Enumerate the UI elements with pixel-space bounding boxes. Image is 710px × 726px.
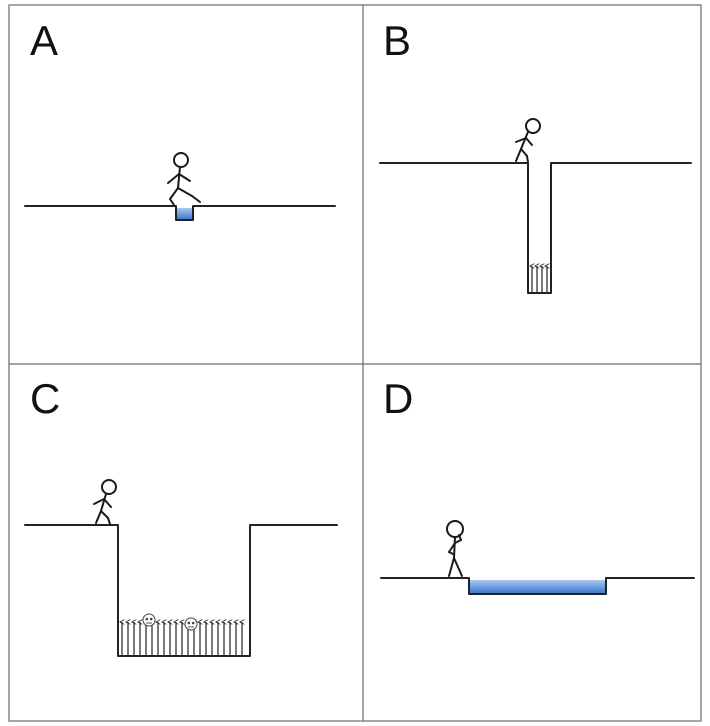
stick-figure-icon bbox=[167, 152, 201, 206]
skull-icon bbox=[184, 617, 198, 631]
stick-figure-icon bbox=[93, 479, 117, 525]
panel-c: C bbox=[24, 375, 338, 657]
panel-a: A bbox=[24, 17, 336, 221]
skull-icon bbox=[142, 613, 156, 627]
ground-line-b bbox=[379, 162, 692, 294]
panel-grid bbox=[8, 4, 702, 722]
outer-frame bbox=[8, 4, 702, 722]
panel-label-a: A bbox=[30, 17, 58, 64]
shallow-pool bbox=[470, 580, 605, 593]
panel-label-b: B bbox=[383, 17, 411, 64]
panel-label-d: D bbox=[383, 375, 413, 422]
stick-figure-icon bbox=[446, 520, 464, 577]
ground-line-a bbox=[24, 205, 336, 221]
ground-line-c bbox=[24, 524, 338, 657]
small-puddle bbox=[177, 208, 192, 219]
ground-line-d bbox=[380, 577, 695, 595]
panel-label-c: C bbox=[30, 375, 60, 422]
spike-arrow-icon bbox=[532, 266, 547, 292]
panel-b: B bbox=[379, 17, 692, 294]
spike-arrow-icon bbox=[122, 622, 242, 655]
panel-d: D bbox=[380, 375, 695, 595]
stick-figure-icon bbox=[515, 118, 541, 163]
